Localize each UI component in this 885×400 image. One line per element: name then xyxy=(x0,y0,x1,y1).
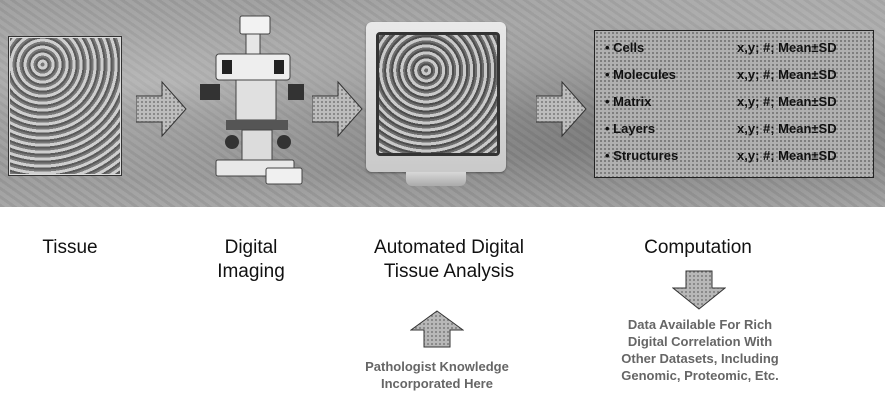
data-row: • Molecules x,y; #; Mean±SD xyxy=(605,64,863,86)
monitor-base xyxy=(406,172,466,186)
data-row-name: • Cells xyxy=(605,40,645,55)
measurement-data-panel: • Cells x,y; #; Mean±SD • Molecules x,y;… xyxy=(594,30,874,178)
stage-label-computation: Computation xyxy=(644,237,752,258)
data-available-note: Data Available For Rich Digital Correlat… xyxy=(621,317,779,383)
flow-arrow-3 xyxy=(536,80,588,138)
up-arrow xyxy=(410,310,464,348)
stage-label-digital-imaging: Digital Imaging xyxy=(217,237,285,282)
flow-arrow-2 xyxy=(312,80,364,138)
data-row-stat: x,y; #; Mean±SD xyxy=(737,121,837,136)
data-row: • Layers x,y; #; Mean±SD xyxy=(605,118,863,140)
stage-label-automated-analysis: Automated Digital Tissue Analysis xyxy=(374,237,524,282)
data-row-name: • Structures xyxy=(605,148,679,163)
stage-label-tissue: Tissue xyxy=(42,237,98,258)
data-row-stat: x,y; #; Mean±SD xyxy=(737,148,837,163)
flow-arrow-1 xyxy=(136,80,188,138)
monitor-screen-tissue xyxy=(376,32,500,156)
data-row-stat: x,y; #; Mean±SD xyxy=(737,40,837,55)
data-row-name: • Molecules xyxy=(605,67,677,82)
data-row: • Structures x,y; #; Mean±SD xyxy=(605,145,863,167)
tissue-sample-image xyxy=(8,36,122,176)
data-row: • Matrix x,y; #; Mean±SD xyxy=(605,91,863,113)
down-arrow xyxy=(672,270,726,310)
data-row-name: • Layers xyxy=(605,121,656,136)
computer-monitor-image xyxy=(366,22,506,192)
data-row-name: • Matrix xyxy=(605,94,652,109)
data-row: • Cells x,y; #; Mean±SD xyxy=(605,37,863,59)
data-row-stat: x,y; #; Mean±SD xyxy=(737,67,837,82)
microscope-image xyxy=(196,14,308,188)
data-row-stat: x,y; #; Mean±SD xyxy=(737,94,837,109)
pathologist-knowledge-note: Pathologist Knowledge Incorporated Here xyxy=(365,359,509,391)
